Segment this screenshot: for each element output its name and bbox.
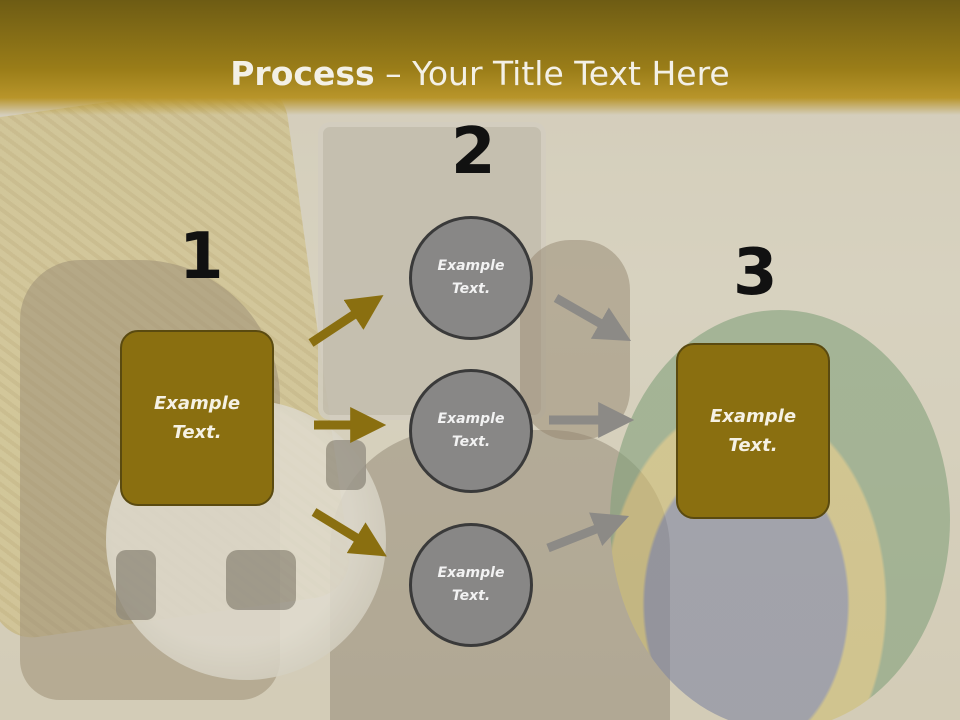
title-band bbox=[0, 0, 960, 115]
box-right-line2: Text. bbox=[728, 435, 778, 456]
circle-3-line2: Text. bbox=[451, 588, 491, 604]
step-box-right[interactable]: Example Text. bbox=[676, 343, 830, 519]
box-left-line1: Example bbox=[153, 393, 241, 414]
step-box-right-text: Example Text. bbox=[678, 402, 828, 460]
step-number-3: 3 bbox=[733, 236, 778, 310]
circle-step-2[interactable]: Example Text. bbox=[409, 369, 533, 493]
circle-1-line1: Example bbox=[437, 258, 505, 274]
circle-2-line2: Text. bbox=[451, 434, 491, 450]
ball-patch bbox=[226, 550, 296, 610]
arrow-circle-3-to-box bbox=[546, 512, 630, 553]
circle-step-1[interactable]: Example Text. bbox=[409, 216, 533, 340]
step-box-left-text: Example Text. bbox=[122, 389, 272, 447]
circle-step-3[interactable]: Example Text. bbox=[409, 523, 533, 647]
ball-patch bbox=[116, 550, 156, 620]
box-right-line1: Example bbox=[709, 406, 797, 427]
circle-3-line1: Example bbox=[437, 565, 505, 581]
box-left-line2: Text. bbox=[172, 422, 222, 443]
arrow-to-circle-1 bbox=[308, 295, 384, 347]
circle-1-text: Example Text. bbox=[412, 255, 530, 301]
circle-1-line2: Text. bbox=[451, 281, 491, 297]
circle-3-text: Example Text. bbox=[412, 562, 530, 608]
circle-2-line1: Example bbox=[437, 411, 505, 427]
step-number-1: 1 bbox=[179, 220, 224, 294]
arrow-circle-1-to-box bbox=[553, 294, 632, 342]
title-rest: – Your Title Text Here bbox=[374, 54, 730, 93]
ball-patch bbox=[326, 440, 366, 490]
arrow-to-circle-3 bbox=[311, 508, 387, 557]
title-bold: Process bbox=[230, 54, 375, 93]
circle-2-text: Example Text. bbox=[412, 408, 530, 454]
step-box-left[interactable]: Example Text. bbox=[120, 330, 274, 506]
step-number-2: 2 bbox=[451, 115, 496, 189]
slide-title[interactable]: Process – Your Title Text Here bbox=[0, 52, 960, 96]
